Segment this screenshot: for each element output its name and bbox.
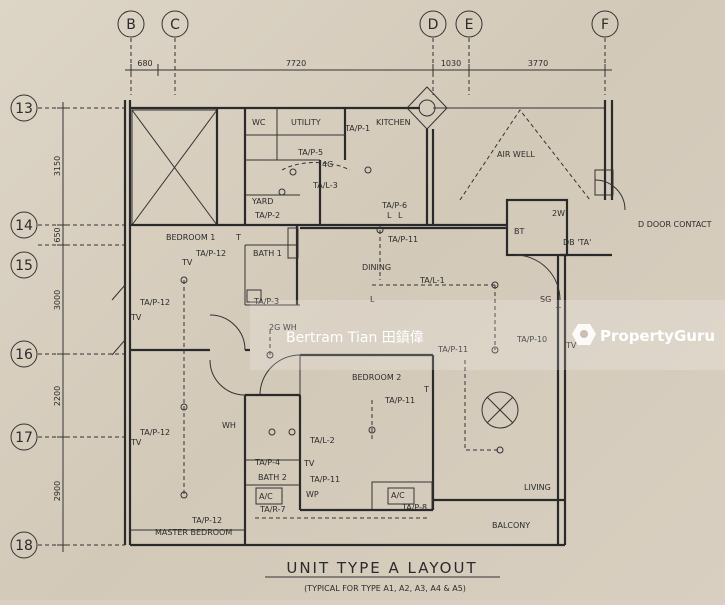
anno-sg: SG [540, 295, 551, 304]
anno-tap4: TA/P-4 [254, 458, 280, 467]
anno-l-3: L [398, 211, 403, 220]
dim-top-3: 3770 [528, 59, 548, 68]
grid-label-f: F [601, 17, 609, 33]
anno-tap1: TA/P-1 [344, 124, 370, 133]
anno-tap12-master-2: TA/P-12 [191, 516, 222, 525]
top-dimension-line: 680 7720 1030 3770 [125, 59, 612, 76]
label-balcony: BALCONY [492, 521, 530, 530]
anno-tap3: TA/P-3 [253, 297, 279, 306]
dim-left-4: 2900 [53, 481, 62, 501]
label-living: LIVING [524, 483, 551, 492]
grid-column-markers: B C D E F [117, 10, 619, 38]
anno-db-ta: DB 'TA' [563, 238, 591, 247]
anno-l-2: L [387, 211, 392, 220]
grid-label-d: D [428, 17, 439, 33]
dim-left-2: 3000 [53, 290, 62, 310]
grid-label-e: E [465, 17, 474, 33]
anno-2w: 2W [552, 209, 565, 218]
anno-2g-wh: 2G WH [269, 323, 297, 332]
anno-ac-left: A/C [259, 492, 273, 501]
anno-tap11-bath2: TA/P-11 [309, 475, 340, 484]
grid-label-b: B [126, 17, 136, 33]
anno-tal2: TA/L-2 [309, 436, 335, 445]
anno-tap12-bed1: TA/P-12 [195, 249, 226, 258]
grid-label-17: 17 [15, 430, 33, 446]
plan-subtitle: (TYPICAL FOR TYPE A1, A2, A3, A4 & A5) [304, 584, 466, 593]
walls [111, 86, 626, 547]
dim-top-2: 1030 [441, 59, 461, 68]
label-bedroom2: BEDROOM 2 [352, 373, 401, 382]
anno-tal3: TA/L-3 [312, 181, 338, 190]
label-wc: WC [252, 118, 266, 127]
grid-label-c: C [170, 17, 180, 33]
grid-circle-d [419, 10, 447, 38]
anno-tap10: TA/P-10 [516, 335, 547, 344]
dim-top-0: 680 [137, 59, 152, 68]
anno-tap11-b2: TA/P-11 [437, 345, 468, 354]
anno-tal1: TA/L-1 [419, 276, 445, 285]
anno-bt: BT [514, 227, 524, 236]
watermark-brand: PropertyGuru [600, 327, 715, 345]
grid-circle-f [591, 10, 619, 38]
label-yard: YARD [251, 197, 273, 206]
anno-tap11-b2b: TA/P-11 [384, 396, 415, 405]
label-air-well: AIR WELL [497, 150, 535, 159]
anno-t-2: T [423, 385, 429, 394]
watermark-author: Bertram Tian 田鎮偉 [286, 330, 424, 346]
grid-label-18: 18 [15, 538, 33, 554]
anno-ac-right: A/C [391, 491, 405, 500]
grid-circle-c [161, 10, 189, 38]
plan-title: UNIT TYPE A LAYOUT [286, 559, 477, 577]
grid-label-16: 16 [15, 347, 33, 363]
anno-tap12-master: TA/P-12 [139, 428, 170, 437]
grid-circle-b [117, 10, 145, 38]
propertyguru-logo-icon [572, 324, 596, 345]
grid-circle-e [455, 10, 483, 38]
anno-l-1: L [370, 295, 375, 304]
anno-tv-5: TV [565, 341, 577, 350]
anno-tap12-left: TA/P-12 [139, 298, 170, 307]
label-bedroom1: BEDROOM 1 [166, 233, 215, 242]
room-labels: WC UTILITY KITCHEN AIR WELL YARD BEDROOM… [155, 118, 712, 537]
watermark: Bertram Tian 田鎮偉 PropertyGuru [250, 300, 725, 370]
label-dining: DINING [362, 263, 391, 272]
anno-4g: 4G [322, 160, 333, 169]
anno-tap6: TA/P-6 [381, 201, 407, 210]
grid-label-15: 15 [15, 258, 33, 274]
anno-tv-1: TV [130, 313, 142, 322]
grid-row-markers: 13 14 15 16 17 18 [10, 94, 38, 559]
left-dimension-line: 3150 650 3000 2200 2900 [53, 102, 69, 552]
grid-label-13: 13 [15, 101, 33, 117]
anno-tar7: TA/R-7 [259, 505, 286, 514]
label-door-contact: D DOOR CONTACT [638, 220, 712, 229]
grid-label-14: 14 [15, 218, 33, 234]
anno-t-1: T [235, 233, 241, 242]
anno-wp: WP [306, 490, 319, 499]
dim-left-3: 2200 [53, 386, 62, 406]
label-kitchen: KITCHEN [376, 118, 411, 127]
anno-t-3: T [555, 306, 561, 315]
grid-row-lines [38, 107, 125, 546]
dim-top-1: 7720 [286, 59, 306, 68]
dim-left-0: 3150 [53, 156, 62, 176]
anno-tap2: TA/P-2 [254, 211, 280, 220]
anno-wh: WH [222, 421, 236, 430]
label-bath1: BATH 1 [253, 249, 282, 258]
anno-tap5: TA/P-5 [297, 148, 323, 157]
fixtures [180, 166, 504, 499]
label-bath2: BATH 2 [258, 473, 287, 482]
anno-tap11-dining: TA/P-11 [387, 235, 418, 244]
electrical-annotations: TA/P-1 TA/P-5 4G TA/L-3 TA/P-2 TA/P-6 TA… [130, 124, 591, 525]
label-master-bedroom: MASTER BEDROOM [155, 528, 232, 537]
anno-tap8: TA/P-8 [401, 503, 427, 512]
anno-tv-2: TV [181, 258, 193, 267]
anno-tv-4: TV [303, 459, 315, 468]
anno-tv-3: TV [130, 438, 142, 447]
label-utility: UTILITY [291, 118, 321, 127]
dim-left-1: 650 [53, 227, 62, 242]
